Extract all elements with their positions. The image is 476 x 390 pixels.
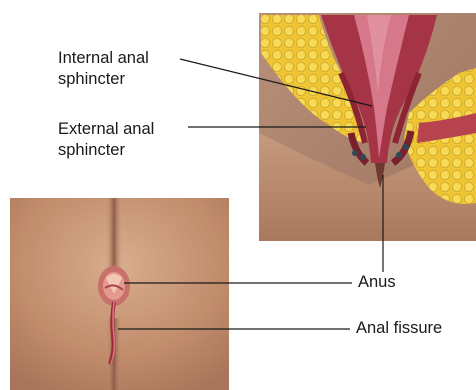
label-external-line-2: sphincter — [58, 140, 154, 161]
label-internal-line-1: Internal anal — [58, 48, 149, 69]
leader-internal-sphincter — [180, 59, 372, 106]
label-anal-fissure: Anal fissure — [356, 318, 442, 339]
label-internal-line-2: sphincter — [58, 69, 149, 90]
label-internal-anal-sphincter: Internal anal sphincter — [58, 48, 149, 90]
label-anus: Anus — [358, 272, 396, 293]
label-external-line-1: External anal — [58, 119, 154, 140]
label-external-anal-sphincter: External anal sphincter — [58, 119, 154, 161]
